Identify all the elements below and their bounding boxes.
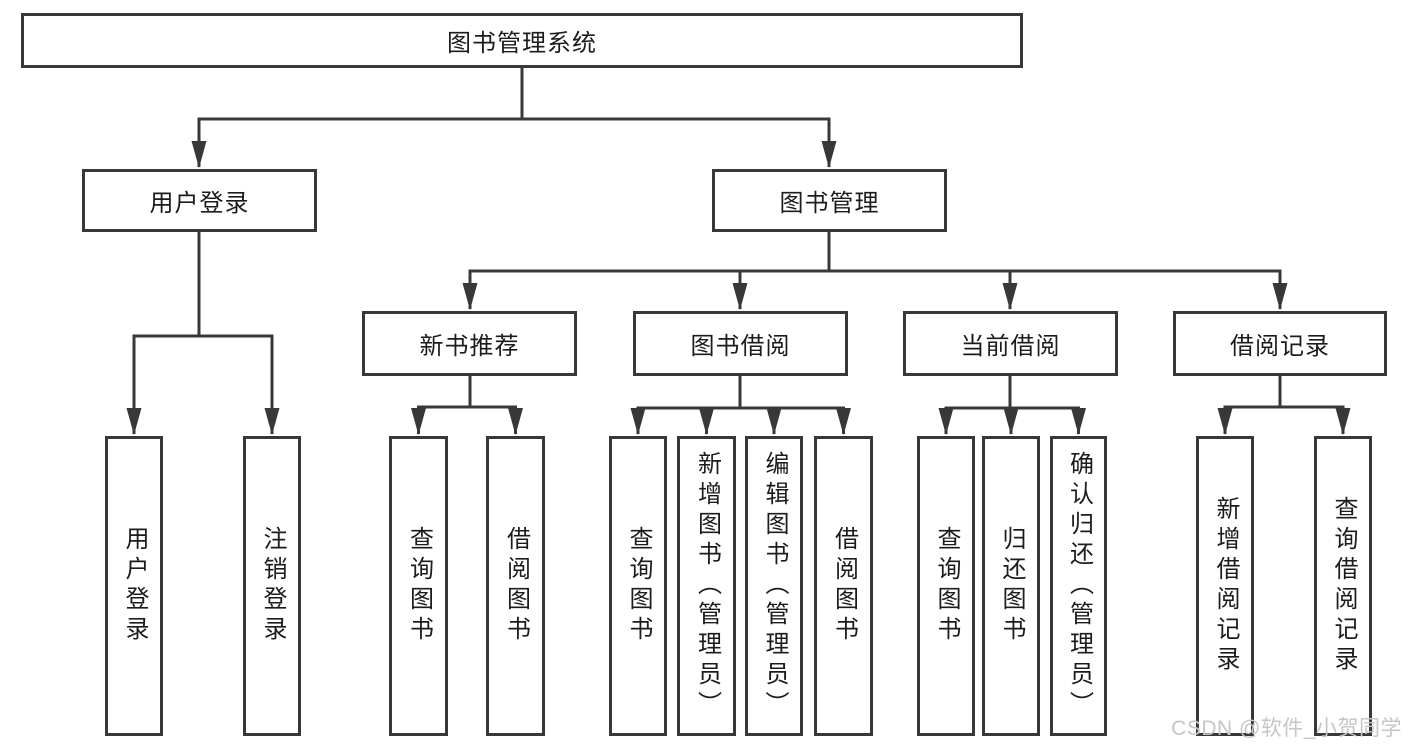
leaf-logout: 注销登录 [243,436,301,736]
node-new-book-recommendation: 新书推荐 [362,311,577,376]
leaf-borrow-books-recommend: 借阅图书 [486,436,545,736]
leaf-add-borrow-record: 新增借阅记录 [1196,436,1254,736]
node-label: 借阅记录 [1230,333,1330,360]
node-label: 新书推荐 [419,333,520,360]
node-label: 图书借阅 [690,333,791,360]
leaf-query-books-current: 查询图书 [917,436,975,736]
node-library-management-system: 图书管理系统 [21,13,1023,68]
node-label: 注销登录 [259,526,286,646]
node-label: 查询借阅记录 [1330,496,1357,676]
leaf-edit-book-admin: 编辑图书（管理员） [745,436,803,736]
node-label: 确认归还（管理员） [1065,451,1093,721]
node-label: 查询图书 [625,526,652,646]
node-label: 编辑图书（管理员） [761,451,788,721]
leaf-return-books: 归还图书 [982,436,1040,736]
node-label: 查询图书 [933,526,960,646]
node-label: 图书管理系统 [447,30,597,57]
leaf-add-book-admin: 新增图书（管理员） [677,436,736,736]
node-user-login: 用户登录 [82,169,317,232]
leaf-query-books-recommend: 查询图书 [389,436,448,736]
node-label: 借阅图书 [830,526,858,646]
node-book-management: 图书管理 [712,169,947,232]
node-label: 图书管理 [779,190,880,217]
node-label: 用户登录 [121,526,148,646]
node-label: 查询图书 [405,526,433,646]
watermark: CSDN @软件_小贺同学 [1171,717,1402,740]
node-label: 新增图书（管理员） [693,451,721,721]
node-label: 当前借阅 [960,333,1061,360]
leaf-confirm-return-admin: 确认归还（管理员） [1050,436,1107,736]
node-current-borrowing: 当前借阅 [903,311,1118,376]
node-borrowing-records: 借阅记录 [1173,311,1387,376]
leaf-user-login: 用户登录 [105,436,163,736]
node-label: 归还图书 [998,526,1025,646]
leaf-query-books-borrow: 查询图书 [609,436,667,736]
leaf-query-borrow-record: 查询借阅记录 [1314,436,1372,736]
node-label: 用户登录 [149,190,250,217]
node-book-borrowing: 图书借阅 [633,311,848,376]
leaf-borrow-books: 借阅图书 [814,436,873,736]
node-label: 新增借阅记录 [1212,496,1239,676]
node-label: 借阅图书 [502,526,530,646]
